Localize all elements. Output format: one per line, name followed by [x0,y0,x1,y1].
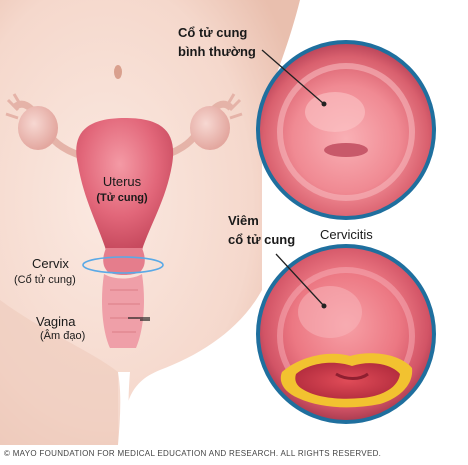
vagina-label: Vagina [36,314,76,329]
normal-cervix-label-line1: Cổ tử cung [178,25,248,40]
uterus-body [76,118,174,250]
left-leg-shadow [0,300,118,445]
normal-callout-dot [321,101,327,107]
leg-gap [118,372,130,445]
vagina-folds [108,289,140,333]
left-ovary [18,106,58,150]
inflamed-cervix-label-line1: Viêm [228,213,259,228]
navel [114,65,122,79]
cervicitis-label: Cervicitis [320,227,373,242]
uterus-label: Uterus [102,174,142,189]
cervix-ring [82,256,164,274]
vagina-vi-label: (Âm đạo) [40,330,86,342]
cervix-vi-label: (Cổ tử cung) [14,274,76,286]
normal-cervix-highlight [305,92,365,132]
inflamed-os [335,372,369,380]
inflamed-callout-dot [321,303,327,309]
normal-cervix-label-line2: bình thường [178,44,256,59]
normal-cervix-inner-ring [277,63,415,201]
cervix-label: Cervix [32,256,69,271]
normal-callout-line [261,49,325,105]
inflamed-cervix-highlight [298,286,362,338]
vagina-shape [102,274,144,348]
inflamed-tissue [295,362,400,399]
uterus-vi-label: (Tử cung) [96,192,148,204]
right-fimbriae [226,93,243,120]
cervix-shape [103,248,145,275]
right-ovary [190,106,230,150]
inflamed-callout-line [275,253,325,307]
left-fimbriae [5,93,22,120]
inflamed-cervix-label-line2: cổ tử cung [228,232,296,247]
copyright-notice: © MAYO FOUNDATION FOR MEDICAL EDUCATION … [4,449,382,458]
normal-cervix-os [324,143,368,157]
